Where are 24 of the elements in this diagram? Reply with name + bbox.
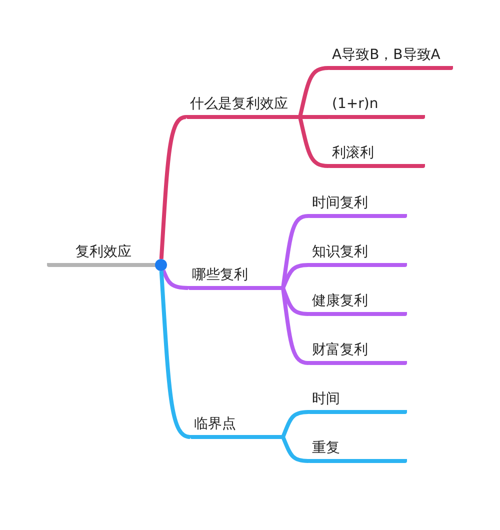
- branch-curve: [281, 263, 310, 290]
- topic-text: 临界点: [194, 415, 236, 433]
- topic-text: 知识复利: [312, 243, 368, 261]
- branch-curve: [281, 286, 310, 365]
- underlined-topic: [186, 93, 300, 119]
- topic-text: 复利效应: [76, 243, 132, 261]
- topic-text: 财富复利: [312, 341, 368, 359]
- underlined-topic: [308, 339, 407, 365]
- branch-curve: [162, 270, 188, 290]
- underlined-topic: [308, 290, 407, 316]
- topic-text: 健康复利: [312, 292, 368, 310]
- topic-text: 时间复利: [312, 194, 368, 212]
- topic-text: 什么是复利效应: [190, 95, 288, 113]
- branch-curve: [159, 270, 190, 439]
- branch-curve: [159, 115, 186, 260]
- branch-curve: [281, 435, 310, 463]
- topic-text: 时间: [312, 390, 340, 408]
- underlined-topic: [328, 142, 425, 168]
- topic-text: A导致B，B导致A: [332, 46, 440, 64]
- topic-text: 利滚利: [332, 144, 374, 162]
- branch-curve: [281, 410, 310, 439]
- topic-text: (1+r)n: [332, 95, 378, 113]
- topic-text: 重复: [312, 439, 340, 457]
- topic-text: 哪些复利: [192, 266, 248, 284]
